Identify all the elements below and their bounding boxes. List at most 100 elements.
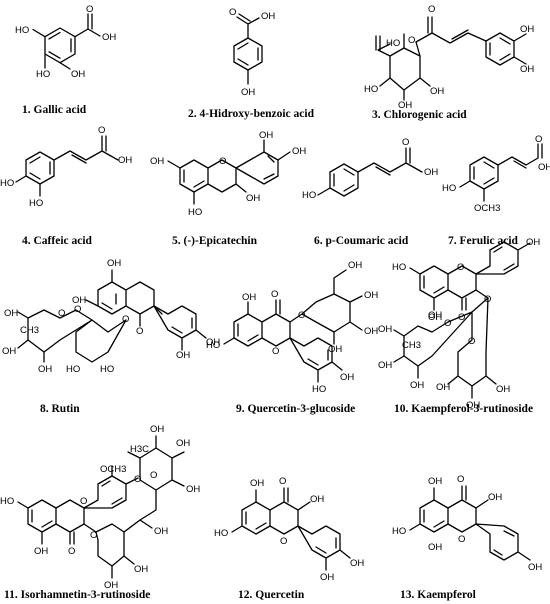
atom-label: HO bbox=[302, 190, 316, 201]
atom-label: OH bbox=[186, 484, 200, 495]
atom-label: O bbox=[90, 530, 97, 541]
atom-label: O bbox=[484, 294, 491, 305]
atom-label: O bbox=[86, 4, 93, 15]
atom-label: HO bbox=[100, 364, 114, 375]
atom-label: O bbox=[136, 326, 143, 337]
atom-label: O bbox=[74, 304, 81, 315]
atom-label: O bbox=[402, 137, 409, 148]
atom-label: O bbox=[428, 4, 435, 15]
compound-7: O OH HO OCH3 7. Ferulic acid bbox=[442, 134, 550, 247]
atom-label: O bbox=[272, 346, 279, 357]
atom-label: CH3 bbox=[20, 325, 39, 336]
compound-13: OH O OH HO O OH OH 13. Kaempferol bbox=[392, 474, 542, 601]
compound-5: OH HO O OH OH OH 5. (-)-Epicatechin bbox=[150, 130, 306, 247]
atom-label: OH bbox=[378, 360, 392, 371]
atom-label: HO bbox=[0, 178, 14, 189]
atom-label: HO bbox=[386, 38, 400, 49]
atom-label: OH bbox=[241, 87, 255, 98]
compound-caption: 5. (-)-Epicatechin bbox=[172, 235, 258, 247]
compound-caption: 9. Quercetin-3-glucoside bbox=[236, 403, 355, 415]
atom-label: OH bbox=[71, 69, 85, 80]
compound-8: OH OH O OH OH O O O CH3 OH OH OH HO HO 8… bbox=[2, 258, 220, 415]
compound-caption: 10. Kaempferol-3-rutinoside bbox=[394, 403, 533, 415]
atom-label: OH bbox=[38, 364, 52, 375]
atom-label: OH bbox=[134, 564, 148, 575]
compound-caption: 8. Rutin bbox=[40, 403, 80, 415]
compound-1: O OH HO HO OH 1. Gallic acid bbox=[15, 4, 116, 116]
atom-label: OH bbox=[340, 372, 354, 383]
atom-label: O bbox=[229, 7, 236, 18]
compound-10: OH HO O O OH O O CH3 O OH OH OH OH OH OH… bbox=[378, 237, 540, 415]
atom-label: O bbox=[219, 156, 226, 167]
atom-label: OH bbox=[538, 162, 550, 173]
atom-label: OH bbox=[242, 292, 256, 303]
atom-label: OH bbox=[107, 258, 121, 269]
atom-label: OH bbox=[150, 156, 164, 167]
compound-caption: 2. 4-Hidroxy-benzoic acid bbox=[188, 108, 315, 120]
atom-label: O bbox=[457, 262, 464, 273]
compound-caption: 1. Gallic acid bbox=[22, 104, 87, 116]
atom-label: CH3 bbox=[402, 340, 421, 351]
atom-label: OH bbox=[150, 424, 164, 435]
atom-label: OH bbox=[292, 146, 306, 157]
compound-3: O O OH HO HO OH OH OH 3. Chlorogenic aci… bbox=[364, 4, 534, 121]
atom-label: OH bbox=[328, 344, 342, 355]
compound-11: H3C OH OH OH OCH3 O O HO O O O OH OH OH … bbox=[0, 424, 200, 601]
atom-label: OCH3 bbox=[100, 464, 126, 475]
atom-label: OH bbox=[104, 580, 118, 591]
atom-label: OH bbox=[118, 155, 132, 166]
atom-label: O bbox=[58, 308, 65, 319]
atom-label: O bbox=[457, 474, 464, 485]
atom-label: OH bbox=[102, 32, 116, 43]
atom-label: OH bbox=[378, 324, 392, 335]
atom-label: OH bbox=[520, 64, 534, 75]
compound-caption: 11. Isorhamnetin-3-rutinoside bbox=[4, 589, 150, 601]
atom-label: OH bbox=[424, 167, 438, 178]
atom-label: HO bbox=[0, 496, 14, 507]
atom-label: HO bbox=[36, 69, 50, 80]
atom-label: OH bbox=[428, 476, 442, 487]
atom-label: O bbox=[150, 470, 157, 481]
atom-label: OH bbox=[528, 562, 542, 573]
atom-label: O bbox=[458, 312, 465, 323]
atom-label: OH bbox=[428, 310, 442, 321]
atom-label: OH bbox=[466, 400, 480, 411]
atom-label: OH bbox=[364, 326, 378, 337]
atom-label: OH bbox=[436, 382, 450, 393]
atom-label: OH bbox=[250, 478, 264, 489]
atom-label: HO bbox=[29, 198, 43, 209]
atom-label: HO bbox=[312, 384, 326, 395]
atom-label: OH bbox=[310, 494, 324, 505]
atom-label: OH bbox=[520, 24, 534, 35]
atom-label: O bbox=[408, 35, 415, 46]
atom-label: OH bbox=[496, 384, 510, 395]
atom-label: OH bbox=[4, 308, 18, 319]
atom-label: OH bbox=[2, 346, 16, 357]
compound-caption: 7. Ferulic acid bbox=[448, 235, 519, 247]
atom-label: OH bbox=[428, 312, 442, 323]
atom-label: OH bbox=[350, 558, 364, 569]
atom-label: OH bbox=[428, 542, 442, 553]
atom-label: HO bbox=[364, 84, 378, 95]
atom-label: H3C bbox=[130, 444, 149, 455]
atom-label: HO bbox=[66, 364, 80, 375]
atom-label: HO bbox=[206, 340, 220, 351]
atom-label: O bbox=[535, 134, 542, 145]
compound-caption: 12. Quercetin bbox=[238, 589, 305, 601]
atom-label: O bbox=[279, 476, 286, 487]
compound-6: O OH HO 6. p-Coumaric acid bbox=[302, 137, 438, 247]
atom-label: O bbox=[122, 314, 129, 325]
atom-label: O bbox=[271, 289, 278, 300]
atom-label: OH bbox=[398, 100, 412, 111]
atom-label: HO bbox=[214, 528, 228, 539]
atom-label: OH bbox=[488, 492, 502, 503]
atom-label: OH bbox=[364, 290, 378, 301]
atom-label: HO bbox=[442, 183, 456, 194]
atom-label: O bbox=[468, 336, 475, 347]
atom-label: OH bbox=[176, 438, 190, 449]
compound-12: OH O OH HO O OH OH 12. Quercetin bbox=[214, 476, 364, 601]
atom-label: O bbox=[444, 318, 451, 329]
compound-2: O OH OH 2. 4-Hidroxy-benzoic acid bbox=[188, 7, 315, 120]
compound-caption: 4. Caffeic acid bbox=[22, 235, 93, 247]
